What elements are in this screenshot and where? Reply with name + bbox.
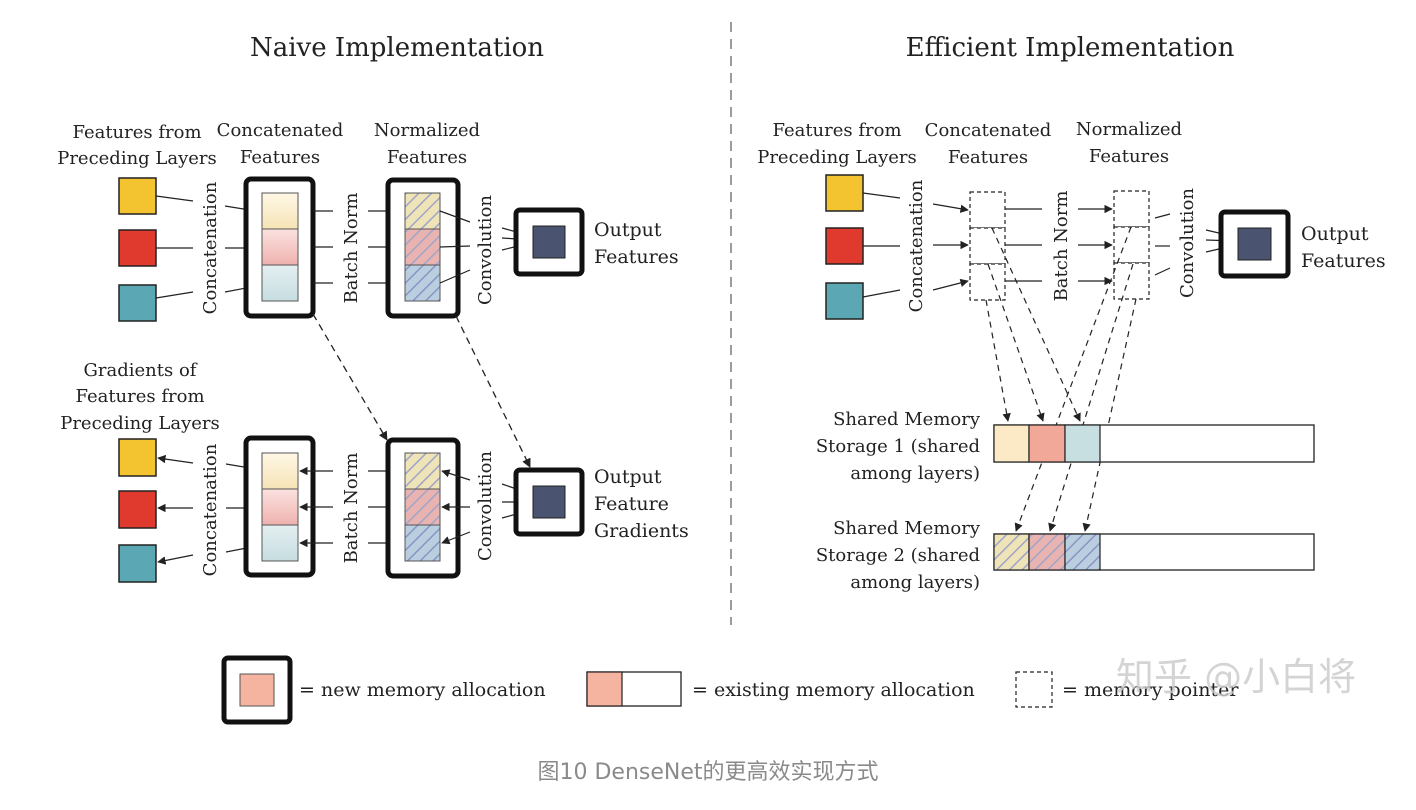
naive-grad-concatenation-op: Concatenation [200,443,221,576]
naive-grad-output-label-2: Feature [594,493,669,515]
naive-grad-convolution-op: Convolution [475,451,496,561]
naive-grad-label-3: Preceding Layers [60,413,220,434]
naive-grad-output-label-3: Gradients [594,520,689,542]
naive-grad-yellow [118,438,157,477]
shared2-label-1: Shared Memory [833,518,981,539]
shared1-label-2: Storage 1 (shared [816,436,980,457]
figure-caption: 图10 DenseNet的更高效实现方式 [537,760,879,785]
eff-concat-label-2: Features [948,147,1028,168]
eff-input-label-2: Preceding Layers [757,147,917,168]
naive-concatenation-op: Concatenation [200,181,221,314]
legend-pointer-swatch [1015,671,1053,708]
watermark: 知乎 @小白将 [1116,655,1356,699]
naive-input-teal [118,284,157,322]
naive-grad-output-label-1: Output [594,466,662,488]
naive-convolution-op: Convolution [475,195,496,305]
naive-grad-output-square [532,485,566,519]
legend-new-alloc-label: = new memory allocation [299,679,546,701]
eff-output-square [1237,227,1272,261]
naive-batchnorm-op: Batch Norm [341,193,362,304]
shared1-label-3: among layers) [850,463,980,484]
naive-concat-label-2: Features [240,147,320,168]
eff-output-label-1: Output [1301,223,1369,245]
shared2-label-3: among layers) [850,572,980,593]
naive-output-label-2: Features [594,246,679,268]
eff-norm-label-1: Normalized [1076,119,1182,140]
eff-concat-pointer-3 [969,263,1006,301]
shared1-label-1: Shared Memory [833,409,981,430]
legend-existing-alloc-label: = existing memory allocation [692,679,975,701]
naive-concat-label-1: Concatenated [217,120,344,141]
eff-concat-label-1: Concatenated [925,120,1052,141]
naive-input-red [118,229,157,267]
naive-grad-red [118,490,157,529]
naive-norm-label-1: Normalized [374,120,480,141]
eff-concatenation-op: Concatenation [906,179,927,312]
eff-concat-pointer-2 [969,227,1006,265]
shared2-label-2: Storage 2 (shared [816,545,980,566]
eff-norm-pointer-1 [1113,190,1150,228]
naive-title: Naive Implementation [250,33,544,63]
densenet-memory-diagram: Naive Implementation Features from Prece… [57,22,1386,725]
eff-norm-label-2: Features [1089,146,1169,167]
eff-input-yellow [825,174,864,212]
eff-batchnorm-op: Batch Norm [1051,191,1072,302]
naive-output-square [532,225,566,259]
naive-input-yellow [118,177,157,215]
naive-concat-to-bn-grad-arrow [312,313,388,441]
eff-input-label-1: Features from [772,120,901,141]
naive-grad-batchnorm-op: Batch Norm [341,453,362,564]
naive-norm-to-conv-grad-arrow [455,315,531,468]
naive-input-label-1: Features from [72,122,201,143]
naive-output-label-1: Output [594,219,662,241]
eff-convolution-op: Convolution [1177,188,1198,298]
efficient-title: Efficient Implementation [906,33,1235,63]
naive-norm-label-2: Features [387,147,467,168]
eff-norm-pointer-2 [1113,226,1150,264]
eff-input-teal [825,282,864,320]
eff-input-red [825,227,864,265]
naive-input-label-2: Preceding Layers [57,148,217,169]
naive-grad-label-1: Gradients of [84,360,198,381]
legend-pointer-label: = memory pointer [1062,679,1239,701]
naive-grad-teal [118,544,157,583]
naive-grad-label-2: Features from [75,386,204,407]
eff-output-label-2: Features [1301,250,1386,272]
eff-concat-pointer-1 [969,191,1006,229]
